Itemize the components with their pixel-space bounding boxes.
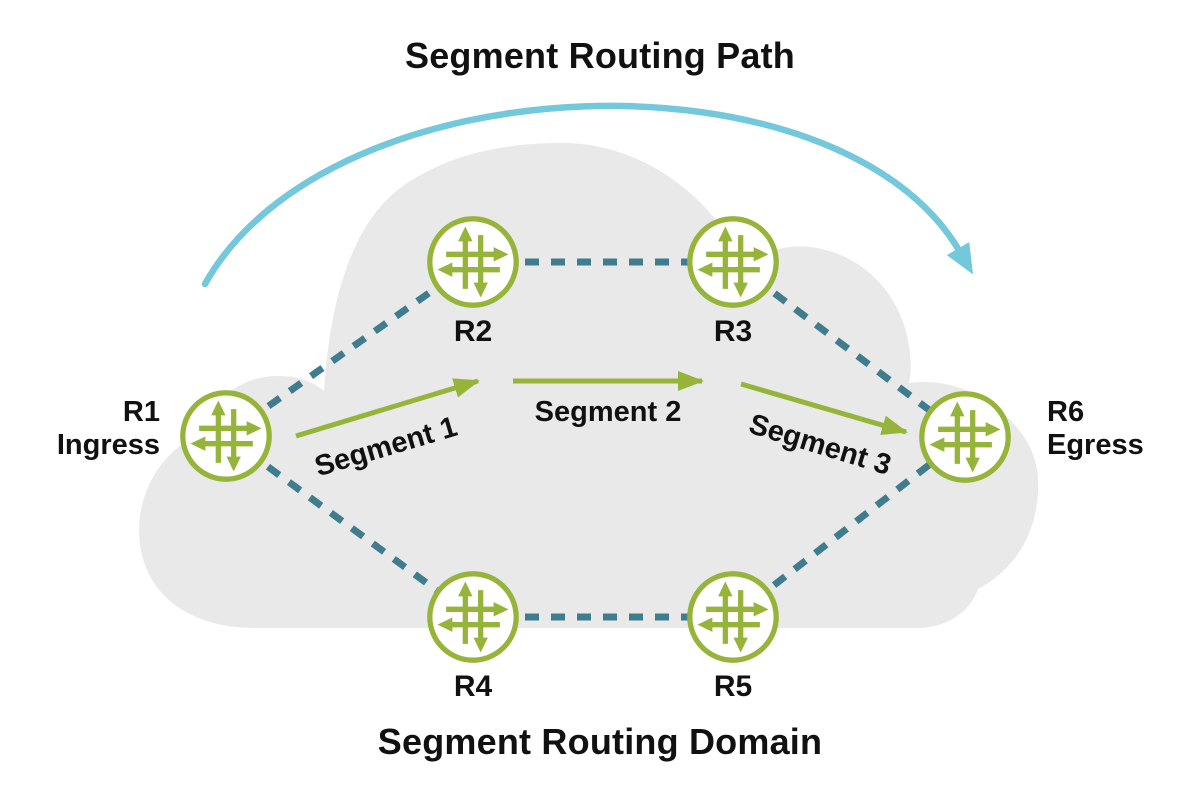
router-r5-label: R5: [713, 670, 753, 703]
router-r6-role: Egress: [1047, 429, 1144, 461]
router-r1-label: R1: [122, 396, 160, 428]
router-r1-label-block: R1 Ingress: [57, 396, 160, 462]
router-r6-label: R6: [1047, 396, 1085, 428]
router-r2-label: R2: [453, 315, 493, 348]
link-r3-r6: [730, 259, 968, 440]
router-r6-label-block: R6 Egress: [1047, 396, 1144, 462]
router-r2-icon: [430, 219, 516, 305]
segment2-label: Segment 2: [534, 396, 682, 428]
segment1-arrow: [295, 378, 480, 439]
router-r6-icon: [922, 394, 1008, 480]
link-r5-r6: [730, 434, 968, 620]
router-r1-icon: [183, 393, 269, 479]
domain-caption: Segment Routing Domain: [377, 721, 823, 762]
router-r4-label: R4: [453, 670, 493, 703]
router-r4-icon: [430, 574, 516, 660]
segment3-arrow: [740, 381, 908, 435]
router-r3-icon: [690, 219, 776, 305]
router-r5-icon: [690, 574, 776, 660]
diagram-title: Segment Routing Path: [405, 35, 795, 76]
router-r1-role: Ingress: [56, 429, 160, 461]
router-r3-label: R3: [713, 315, 753, 348]
segment-arrows-layer: [295, 371, 908, 439]
sr-path-arc-arrow-icon: [201, 102, 974, 288]
cloud-shape: [139, 143, 1039, 628]
